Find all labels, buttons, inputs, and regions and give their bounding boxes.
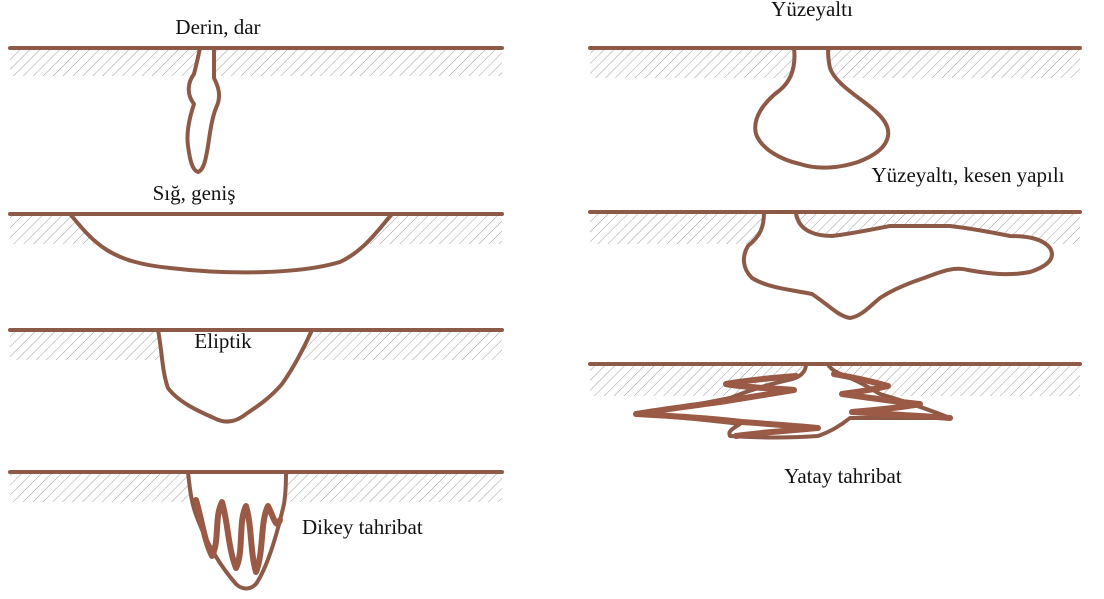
elliptic-panel: Eliptik xyxy=(10,329,502,421)
shallow-wide-label: Sığ, geniş xyxy=(153,181,236,205)
vertical-damage-panel: Dikey tahribat xyxy=(10,472,502,589)
subsurface-cutting-label: Yüzeyaltı, kesen yapılı xyxy=(871,163,1064,187)
deep-narrow-hatch xyxy=(10,50,502,76)
deep-narrow-label: Derin, dar xyxy=(175,15,260,39)
subsurface-cutting-panel: Yüzeyaltı, kesen yapılı xyxy=(590,163,1080,318)
vertical-damage-label: Dikey tahribat xyxy=(302,515,423,539)
subsurface-label: Yüzeyaltı xyxy=(771,0,853,21)
horizontal-damage-panel: Yatay tahribat xyxy=(590,364,1080,488)
elliptic-label: Eliptik xyxy=(194,329,252,353)
horizontal-damage-label: Yatay tahribat xyxy=(784,464,902,488)
subsurface-panel: Yüzeyaltı xyxy=(590,0,1080,168)
shallow-wide-pit-outline xyxy=(70,214,392,272)
shallow-wide-panel: Sığ, geniş xyxy=(10,181,502,272)
deep-narrow-panel: Derin, dar xyxy=(10,15,502,172)
